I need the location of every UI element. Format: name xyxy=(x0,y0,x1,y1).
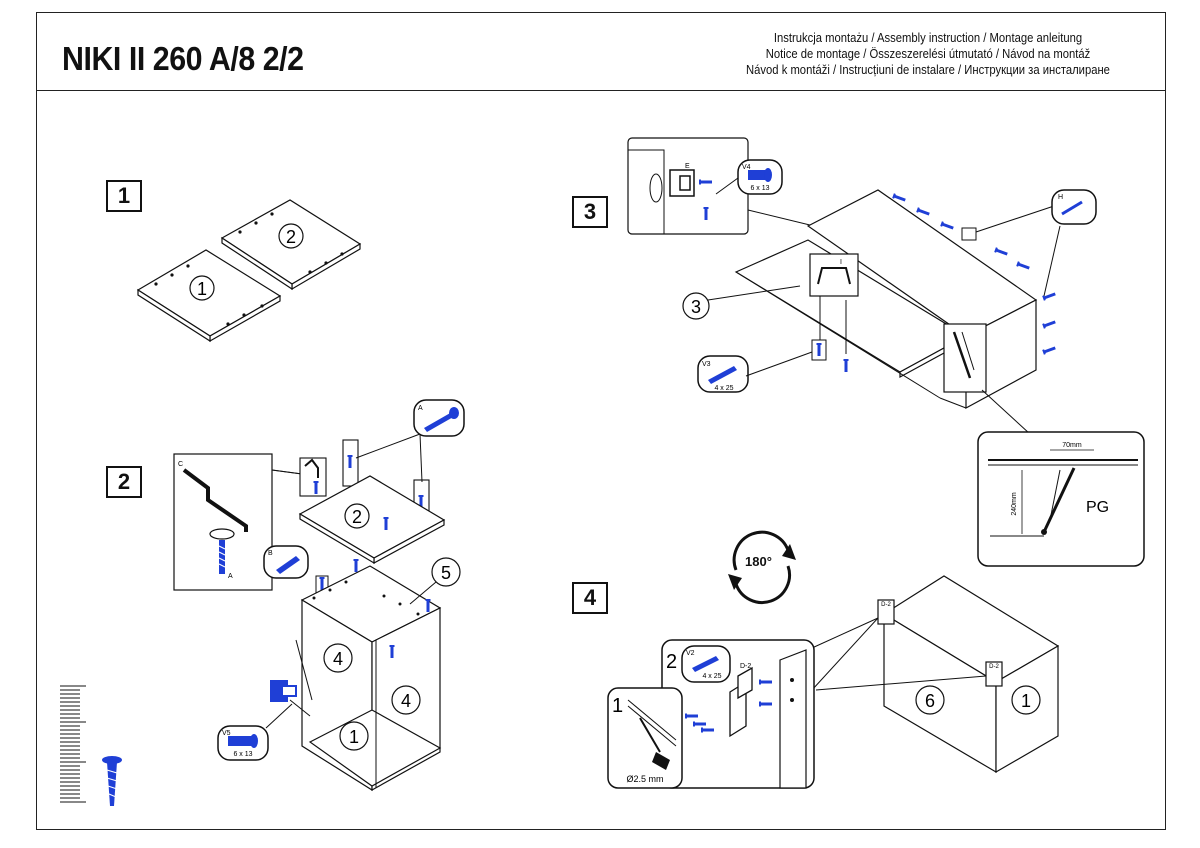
step1-panels xyxy=(136,199,362,343)
instruction-line-1: Instrukcja montażu / Assembly instructio… xyxy=(773,31,1083,45)
screw-a-icon xyxy=(424,407,459,432)
part-2-number: 2 xyxy=(286,227,296,247)
drill-icon xyxy=(639,717,670,770)
step2-carcass xyxy=(300,565,442,792)
handle-icon xyxy=(817,267,851,285)
d2-bracket-top xyxy=(877,599,895,625)
bracket-d2-label: D-2 xyxy=(740,663,751,670)
instruction-line-3: Návod k montáži / Instrucțiuni de instal… xyxy=(746,63,1110,77)
part-4-right-number: 4 xyxy=(401,691,411,711)
part-5-number: 5 xyxy=(441,563,451,583)
handle-detail-box xyxy=(809,253,859,297)
gas-strut-icon xyxy=(1042,467,1076,533)
dowel-icon xyxy=(276,556,300,574)
step4-cabinet xyxy=(882,575,1060,774)
screw-v2-icon xyxy=(692,656,719,672)
dimension-height: 240mm xyxy=(1011,492,1018,516)
screw-a-label: A xyxy=(418,405,423,412)
ruler-scale xyxy=(60,685,86,803)
screw-v4-icon xyxy=(748,168,772,182)
drill-size-label: Ø2.5 mm xyxy=(626,774,663,784)
step2-top-panel xyxy=(298,475,446,565)
gas-strut-box xyxy=(943,323,987,393)
part-2-marker-step1 xyxy=(278,223,304,249)
cup-hinge-icon xyxy=(669,169,695,197)
d2-label-bottom: D-2 xyxy=(989,664,999,670)
step3-cabinet xyxy=(734,189,1038,410)
screw-h-label: H xyxy=(1058,194,1063,201)
instruction-line-2: Notice de montage / Összeszerelési útmut… xyxy=(765,47,1091,61)
rotate-180-icon xyxy=(732,530,792,605)
d2-label-top: D-2 xyxy=(881,602,891,608)
wood-screw-icon xyxy=(102,756,122,806)
product-title: NIKI II 260 A/8 2/2 xyxy=(62,40,304,77)
screw-v5-label: V5 xyxy=(222,730,231,737)
gas-strut-label: PG xyxy=(1086,499,1109,516)
part-6-number: 6 xyxy=(925,691,935,711)
screw-v3-icon xyxy=(708,366,737,384)
screw-v3-size: 4 x 25 xyxy=(714,385,733,392)
part-1-step4-number: 1 xyxy=(1021,691,1031,711)
hinge-callout-e: E xyxy=(685,163,690,170)
header-divider xyxy=(36,90,1166,91)
step-1-label: 1 xyxy=(106,180,142,212)
screw-v5-size: 6 x 13 xyxy=(233,751,252,758)
part-1-number: 1 xyxy=(197,279,207,299)
screw-v4-label: V4 xyxy=(742,164,751,171)
d2-bracket-bottom xyxy=(985,661,1003,687)
part-2-number-step2: 2 xyxy=(352,507,362,527)
handle-callout-i: I xyxy=(840,259,842,266)
screw-v2-size: 4 x 25 xyxy=(702,673,721,680)
corner-bracket-icon xyxy=(729,666,753,738)
insert-box-1 xyxy=(299,457,327,497)
hinge-icon xyxy=(270,680,297,702)
step-4-label: 4 xyxy=(572,582,608,614)
screw-v3-label: V3 xyxy=(702,361,711,368)
substep-1-label: 1 xyxy=(612,695,623,717)
rotate-180-label: 180° xyxy=(745,554,772,569)
wrench-callout-c: C xyxy=(178,461,183,468)
allen-key-icon xyxy=(182,468,248,532)
page-frame xyxy=(36,12,1166,830)
step-2-label: 2 xyxy=(106,466,142,498)
dimension-width: 70mm xyxy=(1062,442,1082,449)
step1-holes xyxy=(154,212,344,326)
part-4-left-number: 4 xyxy=(333,649,343,669)
screw-v5-icon xyxy=(228,734,258,748)
wrench-callout-a: A xyxy=(228,573,233,580)
step-3-label: 3 xyxy=(572,196,608,228)
screw-b-label: B xyxy=(268,550,273,557)
rotate-arrow-icon xyxy=(209,528,235,540)
part-1-bottom-number: 1 xyxy=(349,727,359,747)
substep-2-label: 2 xyxy=(666,651,677,673)
screw-v2-label: V2 xyxy=(686,650,695,657)
screw-callout-b xyxy=(263,545,309,579)
part-3-number: 3 xyxy=(691,297,701,317)
screw-v4-size: 6 x 13 xyxy=(750,185,769,192)
screw-h-icon xyxy=(1061,200,1083,216)
cam-screw-icon xyxy=(218,540,226,574)
